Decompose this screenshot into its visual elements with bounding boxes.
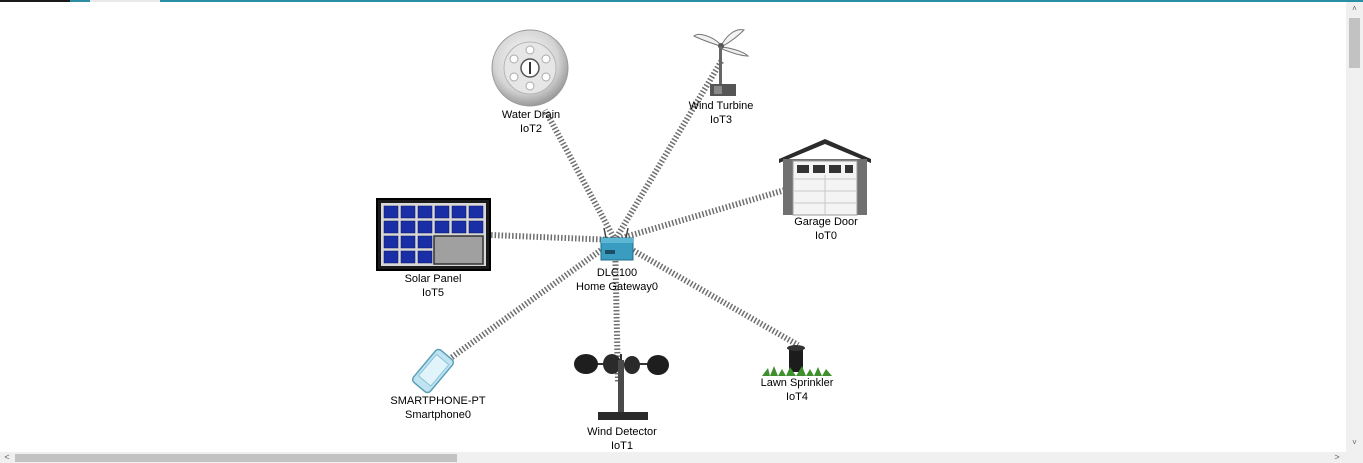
gateway-name: Home Gateway0 (576, 281, 658, 293)
scroll-up-icon[interactable]: ˄ (1352, 4, 1357, 13)
gateway-label: DLC100 Home Gateway0 (576, 266, 658, 294)
wind-detector-icon[interactable] (572, 350, 670, 422)
lawn-sprinkler-icon[interactable] (762, 342, 832, 378)
device-name: IoT2 (519, 123, 542, 135)
device-type: Solar Panel (404, 273, 462, 285)
lawn-sprinkler-label: Lawn Sprinkler IoT4 (761, 376, 834, 404)
window-top-border (0, 0, 1363, 2)
connections-layer (446, 58, 800, 383)
horizontal-scrollbar[interactable]: < > (0, 452, 1346, 463)
water-drain-icon[interactable] (490, 28, 570, 108)
link-solar-panel (489, 232, 616, 243)
scrollbar-corner (1346, 452, 1363, 463)
wind-turbine-icon[interactable] (692, 26, 752, 100)
water-drain-label: Water Drain IoT2 (502, 108, 560, 136)
device-name: IoT4 (785, 391, 809, 403)
link-wind-detector (612, 239, 621, 383)
scroll-right-icon[interactable]: > (1334, 452, 1340, 462)
device-name: IoT0 (814, 230, 837, 242)
link-lawn-sprinkler (613, 237, 800, 348)
home-gateway-icon[interactable] (598, 226, 636, 264)
solar-panel-label: Solar Panel IoT5 (405, 272, 462, 300)
tab-indicator-secondary (90, 0, 160, 2)
link-smartphone (446, 237, 617, 363)
logical-workspace[interactable]: Water Drain IoT2 Wind Turbine IoT3 (0, 2, 1346, 452)
vertical-scrollbar[interactable]: ˄ ˅ (1346, 2, 1363, 452)
tab-indicator (0, 0, 70, 2)
link-water-drain (542, 108, 618, 242)
device-name: IoT5 (421, 287, 444, 299)
device-name: IoT1 (610, 440, 634, 452)
device-name: Smartphone0 (404, 409, 472, 421)
scroll-down-icon[interactable]: ˅ (1352, 438, 1357, 447)
device-type: Water Drain (501, 109, 561, 121)
device-type: Wind Turbine (688, 100, 754, 112)
garage-door-label: Garage Door IoT0 (794, 215, 858, 243)
device-type: Lawn Sprinkler (760, 377, 834, 389)
device-type: SMARTPHONE-PT (390, 395, 486, 407)
device-name: IoT3 (709, 114, 732, 126)
scroll-left-icon[interactable]: < (4, 452, 10, 462)
smartphone-icon[interactable] (408, 348, 458, 394)
device-type: Wind Detector (587, 426, 657, 438)
garage-door-icon[interactable] (779, 139, 871, 217)
device-type: Garage Door (794, 216, 858, 228)
solar-panel-icon[interactable] (376, 198, 491, 271)
vertical-scroll-thumb[interactable] (1349, 18, 1360, 68)
wind-turbine-label: Wind Turbine IoT3 (689, 99, 754, 127)
wind-detector-label: Wind Detector IoT1 (587, 425, 657, 453)
link-garage-door (614, 187, 786, 243)
horizontal-scroll-thumb[interactable] (15, 454, 457, 462)
gateway-model: DLC100 (596, 267, 638, 279)
smartphone-label: SMARTPHONE-PT Smartphone0 (390, 394, 485, 422)
